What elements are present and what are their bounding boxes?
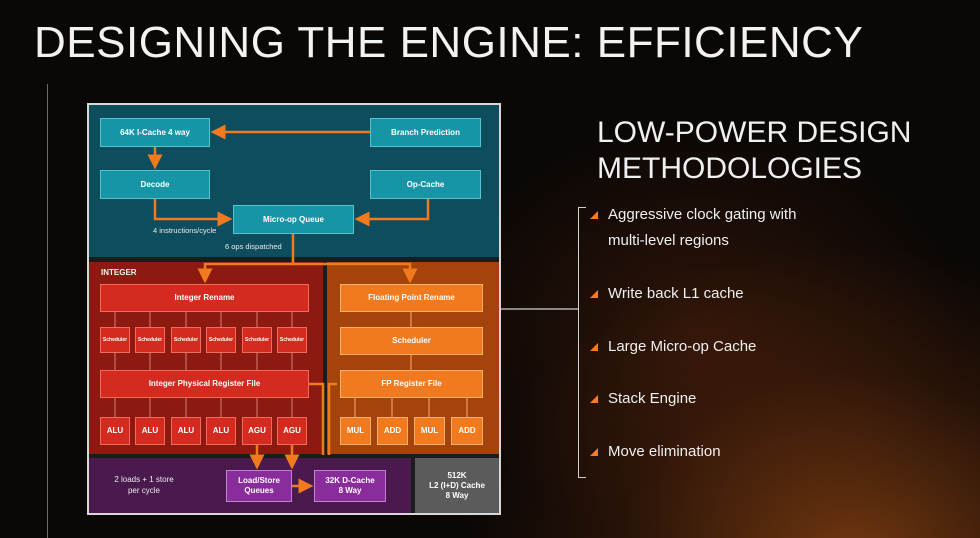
bullet-marker-3 xyxy=(590,343,598,351)
bullet-marker-1 xyxy=(590,211,598,219)
bullet-2: Write back L1 cache xyxy=(608,285,744,302)
icache-box: 64K I-Cache 4 way xyxy=(100,118,210,147)
load-store-queues-box: Load/Store Queues xyxy=(226,470,292,502)
bullet-1-line-1: Aggressive clock gating with xyxy=(608,206,797,223)
bullet-bracket xyxy=(578,207,586,478)
int-scheduler-2: Scheduler xyxy=(135,327,165,353)
fp-register-file-box: FP Register File xyxy=(340,370,483,398)
ls-queues-line-1: Load/Store xyxy=(238,476,280,485)
l2-line-2: L2 (I+D) Cache xyxy=(429,481,485,490)
alu-1: ALU xyxy=(100,417,130,445)
agu-1: AGU xyxy=(242,417,272,445)
microop-queue-box: Micro-op Queue xyxy=(233,205,354,234)
integer-label: INTEGER xyxy=(101,268,137,277)
left-rule xyxy=(47,84,48,538)
bullet-marker-4 xyxy=(590,395,598,403)
dcache-box: 32K D-Cache 8 Way xyxy=(314,470,386,502)
loads-note: 2 loads + 1 store per cycle xyxy=(106,474,182,496)
alu-2: ALU xyxy=(135,417,165,445)
subtitle-line-2: METHODOLOGIES xyxy=(597,152,863,185)
bullet-5: Move elimination xyxy=(608,443,721,460)
fp-mul-2: MUL xyxy=(414,417,445,445)
l2-cache-box: 512K L2 (I+D) Cache 8 Way xyxy=(417,462,497,510)
fp-add-2: ADD xyxy=(451,417,483,445)
decode-box: Decode xyxy=(100,170,210,199)
bullet-1-line-2: multi-level regions xyxy=(608,232,729,249)
fp-rename-box: Floating Point Rename xyxy=(340,284,483,312)
bullet-3: Large Micro-op Cache xyxy=(608,338,757,355)
integer-register-file-box: Integer Physical Register File xyxy=(100,370,309,398)
fp-scheduler-box: Scheduler xyxy=(340,327,483,355)
int-scheduler-5: Scheduler xyxy=(242,327,272,353)
bullet-marker-2 xyxy=(590,290,598,298)
int-scheduler-1: Scheduler xyxy=(100,327,130,353)
l2-line-1: 512K xyxy=(447,471,467,480)
loads-note-line-2: per cycle xyxy=(127,486,160,495)
instructions-per-cycle-note: 4 instructions/cycle xyxy=(153,226,217,235)
subtitle-line-1: LOW-POWER DESIGN xyxy=(597,116,912,149)
fp-add-1: ADD xyxy=(377,417,408,445)
alu-4: ALU xyxy=(206,417,236,445)
int-scheduler-3: Scheduler xyxy=(171,327,201,353)
op-cache-box: Op-Cache xyxy=(370,170,481,199)
agu-2: AGU xyxy=(277,417,307,445)
slide-subtitle: LOW-POWER DESIGN METHODOLOGIES xyxy=(597,115,937,187)
integer-rename-box: Integer Rename xyxy=(100,284,309,312)
slide-title: DESIGNING THE ENGINE: EFFICIENCY xyxy=(34,18,864,67)
alu-3: ALU xyxy=(171,417,201,445)
dcache-line-2: 8 Way xyxy=(338,486,362,495)
loads-note-line-1: 2 loads + 1 store xyxy=(114,475,174,484)
int-scheduler-4: Scheduler xyxy=(206,327,236,353)
ops-dispatched-note: 6 ops dispatched xyxy=(225,242,282,251)
bullet-4: Stack Engine xyxy=(608,390,697,407)
bullet-marker-5 xyxy=(590,448,598,456)
branch-prediction-box: Branch Prediction xyxy=(370,118,481,147)
fp-mul-1: MUL xyxy=(340,417,371,445)
int-scheduler-6: Scheduler xyxy=(277,327,307,353)
l2-line-3: 8 Way xyxy=(445,491,469,500)
bullet-1: Aggressive clock gating with multi-level… xyxy=(608,202,796,254)
ls-queues-line-2: Queues xyxy=(244,486,274,495)
dcache-line-1: 32K D-Cache xyxy=(325,476,375,485)
